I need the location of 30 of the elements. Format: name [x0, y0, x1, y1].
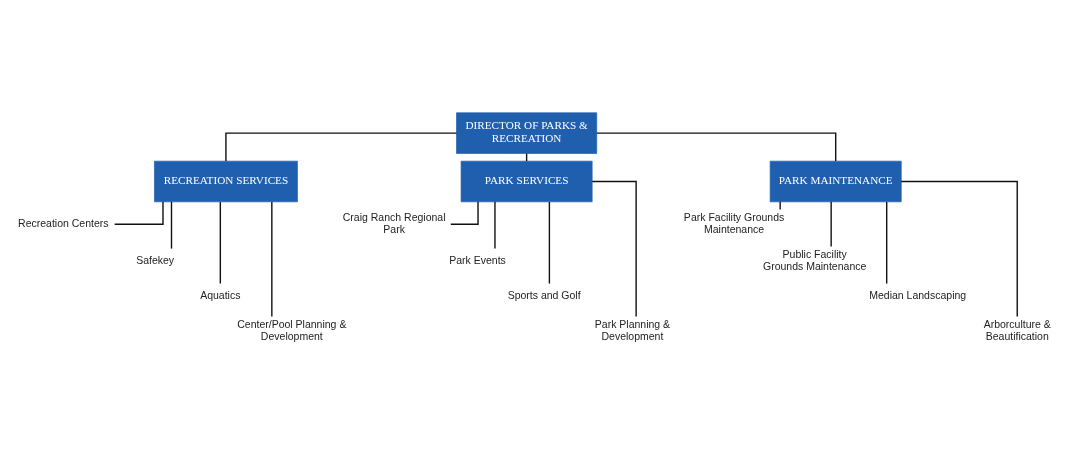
node-text: Aquatics	[200, 288, 241, 301]
connector	[170, 200, 173, 249]
node-text: Park Events	[449, 253, 506, 266]
connector	[900, 180, 1018, 317]
node-text: Park Planning & Development	[594, 317, 671, 342]
connector	[596, 131, 837, 162]
node-text: Sports and Golf	[507, 288, 581, 301]
node-text: Center/Pool Planning & Development	[237, 317, 347, 342]
connector	[548, 200, 551, 284]
connector	[830, 200, 832, 247]
node-text: Public Facility Grounds Maintenance	[763, 247, 867, 272]
connector	[219, 200, 222, 284]
connector	[494, 200, 496, 249]
connector	[591, 180, 637, 317]
node-text: Park Facility Grounds Maintenance	[683, 210, 785, 235]
connector	[113, 200, 164, 225]
node-text: Safekey	[136, 253, 175, 266]
node-text: Median Landscaping	[869, 288, 967, 301]
node-text: Craig Ranch Regional Park	[342, 210, 446, 235]
node-box: DIRECTOR OF PARKS & RECREATION	[456, 111, 598, 154]
connector	[450, 200, 479, 225]
node-text: Arborculture & Beautification	[983, 317, 1051, 342]
connector	[271, 200, 273, 317]
connector	[886, 200, 888, 284]
node-text: Recreation Centers	[18, 216, 109, 229]
node-box: PARK MAINTENANCE	[769, 160, 902, 202]
node-box: RECREATION SERVICES	[154, 160, 298, 202]
connector	[779, 200, 781, 210]
connector	[225, 131, 458, 162]
node-box: PARK SERVICES	[460, 160, 593, 202]
